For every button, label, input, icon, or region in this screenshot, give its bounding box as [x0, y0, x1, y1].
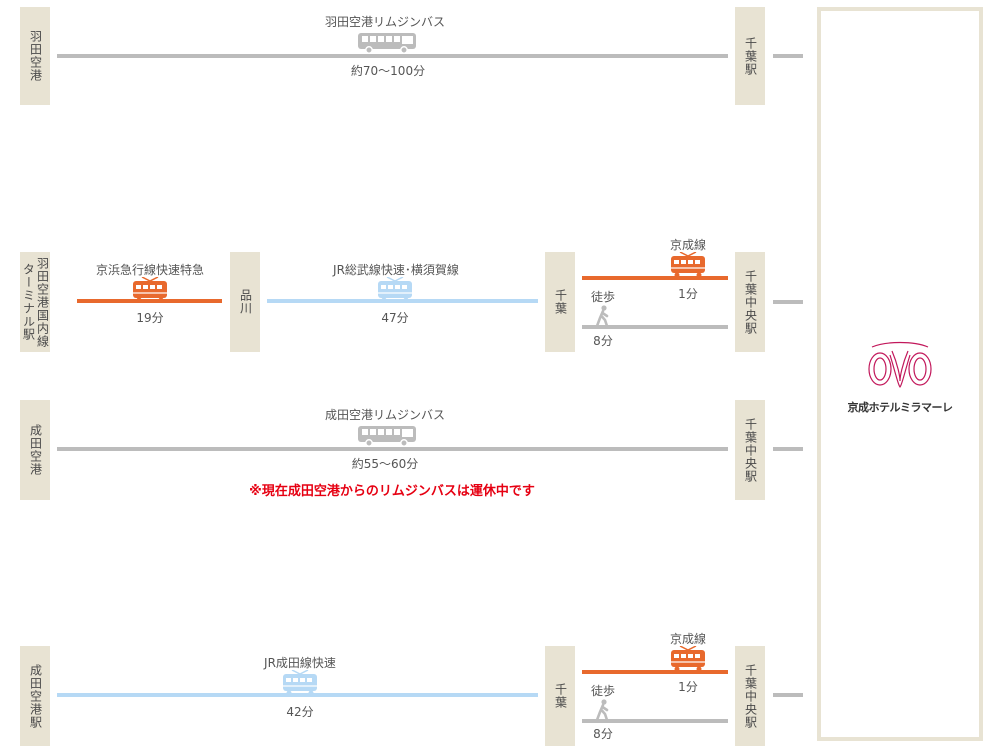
segment-name: 成田空港リムジンバス: [324, 408, 446, 422]
segment-name: 徒歩: [590, 684, 616, 698]
station-chiba-transfer: 千葉: [545, 646, 575, 746]
service-suspension-notice: ※現在成田空港からのリムジンバスは運休中です: [249, 484, 535, 499]
station-label: 千葉駅: [743, 36, 758, 76]
bus-icon: [357, 32, 417, 54]
station-label: 羽田空港国内線: [35, 256, 50, 348]
segment-time: 47分: [381, 311, 409, 325]
segment-time: 19分: [136, 311, 164, 325]
station-label: 成田空港: [28, 424, 43, 476]
station-label: 羽田空港: [28, 30, 43, 82]
station-label: 千葉: [553, 683, 568, 709]
keisei-line: [582, 670, 728, 674]
hotel-destination-box: 京成ホテルミラマーレ: [817, 7, 983, 741]
station-shinagawa: 品川: [230, 252, 260, 352]
bus-icon: [357, 425, 417, 447]
station-chiba: 千葉駅: [735, 7, 765, 105]
keisei-line: [582, 276, 728, 280]
station-narita-airport: 成田空港: [20, 400, 50, 500]
walking-person-icon: [596, 699, 610, 721]
bus-line-haneda: [57, 54, 728, 58]
segment-time: 8分: [593, 334, 613, 348]
station-label: 千葉中央駅: [743, 417, 758, 483]
hotel-name: 京成ホテルミラマーレ: [847, 401, 954, 414]
segment-time: 42分: [286, 705, 314, 719]
train-icon: [282, 670, 318, 696]
segment-time: 約55〜60分: [351, 457, 419, 471]
station-chiba-chuo: 千葉中央駅: [735, 400, 765, 500]
segment-name: JR成田線快速: [264, 656, 336, 670]
segment-name: 羽田空港リムジンバス: [324, 15, 446, 29]
station-label: ターミナル駅: [21, 263, 36, 341]
walking-person-icon: [596, 305, 610, 327]
connector-to-hotel: [773, 54, 803, 58]
segment-name: 京成線: [669, 632, 707, 646]
station-label: 千葉中央駅: [743, 269, 758, 335]
segment-time: 1分: [678, 680, 698, 694]
jr-sobu-line: [267, 299, 538, 303]
keikyu-line: [77, 299, 222, 303]
station-label: 品川: [238, 289, 253, 315]
station-chiba-chuo: 千葉中央駅: [735, 252, 765, 352]
walking-path: [582, 719, 728, 723]
segment-time: 8分: [593, 727, 613, 741]
segment-time: 1分: [678, 287, 698, 301]
station-label: 千葉中央駅: [743, 663, 758, 729]
station-label: 千葉: [553, 289, 568, 315]
station-haneda-terminal: 羽田空港国内線 ターミナル駅: [20, 252, 50, 352]
segment-time: 約70〜100分: [350, 64, 426, 78]
connector-to-hotel: [773, 447, 803, 451]
station-label: 成田空港駅: [28, 663, 43, 729]
segment-name: JR総武線快速･横須賀線: [333, 263, 459, 277]
train-icon: [670, 646, 706, 672]
station-chiba-chuo: 千葉中央駅: [735, 646, 765, 746]
segment-name: 京成線: [669, 238, 707, 252]
bus-line-narita: [57, 447, 728, 451]
connector-to-hotel: [773, 300, 803, 304]
hotel-logo-icon: [868, 341, 932, 388]
train-icon: [670, 252, 706, 278]
jr-narita-line: [57, 693, 538, 697]
station-chiba-transfer: 千葉: [545, 252, 575, 352]
train-icon: [377, 277, 413, 303]
station-haneda-airport: 羽田空港: [20, 7, 50, 105]
segment-name: 京浜急行線快速特急: [95, 263, 205, 277]
station-narita-airport-station: 成田空港駅: [20, 646, 50, 746]
walking-path: [582, 325, 728, 329]
connector-to-hotel: [773, 693, 803, 697]
train-icon: [132, 277, 168, 303]
segment-name: 徒歩: [590, 290, 616, 304]
